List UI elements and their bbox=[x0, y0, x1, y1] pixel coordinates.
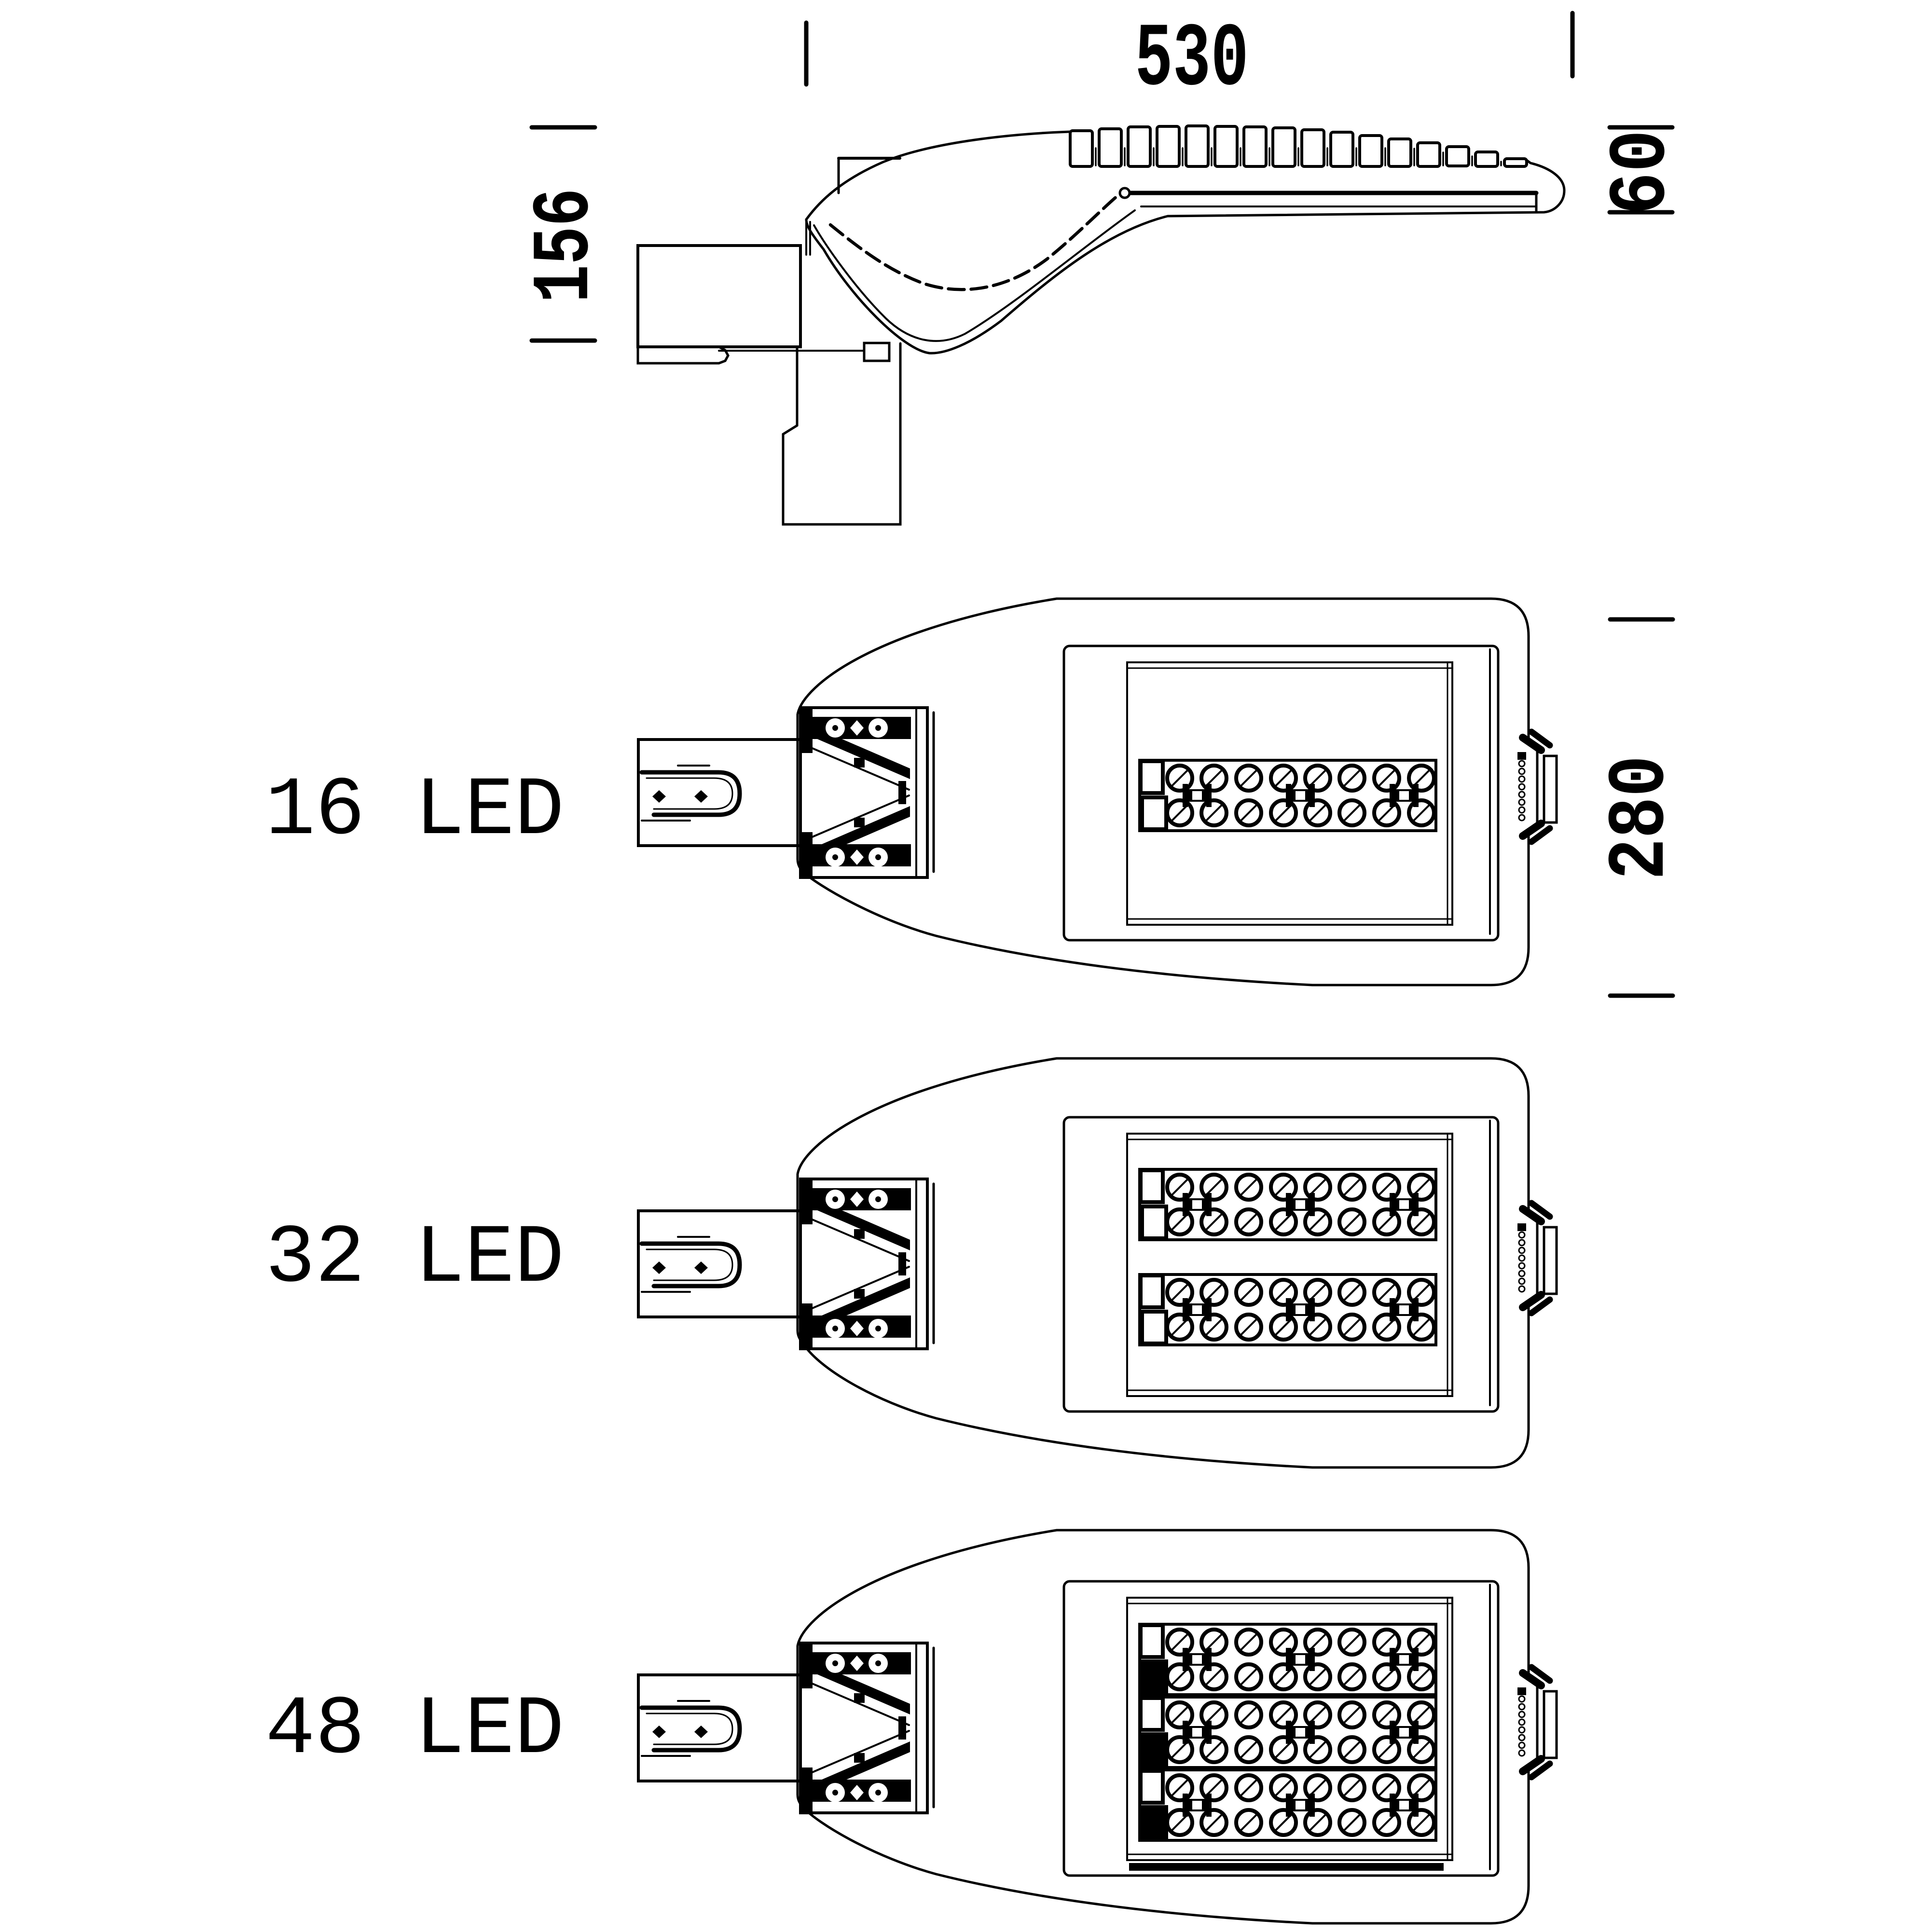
svg-text:32 LED: 32 LED bbox=[265, 1212, 564, 1306]
svg-text:48 LED: 48 LED bbox=[265, 1683, 564, 1777]
svg-text:16 LED: 16 LED bbox=[265, 764, 564, 858]
svg-text:156: 156 bbox=[520, 188, 612, 303]
svg-text:280: 280 bbox=[1596, 755, 1687, 880]
svg-text:60: 60 bbox=[1597, 130, 1688, 215]
svg-text:530: 530 bbox=[1135, 9, 1249, 111]
